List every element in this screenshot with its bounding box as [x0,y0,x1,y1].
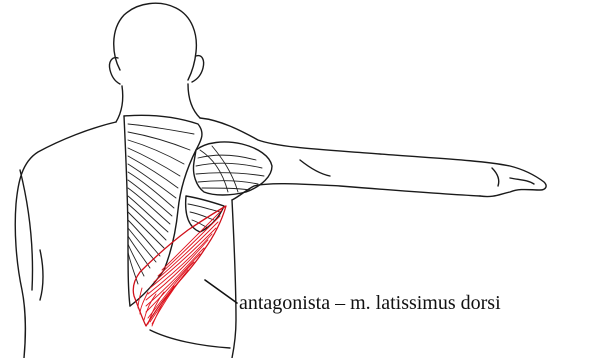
label-pointer-line [205,280,237,303]
head-outline [109,3,203,84]
deltoid-muscle [193,142,272,195]
latissimus-dorsi-muscle [133,206,226,326]
muscle-label: antagonista – m. latissimus dorsi [239,291,501,315]
